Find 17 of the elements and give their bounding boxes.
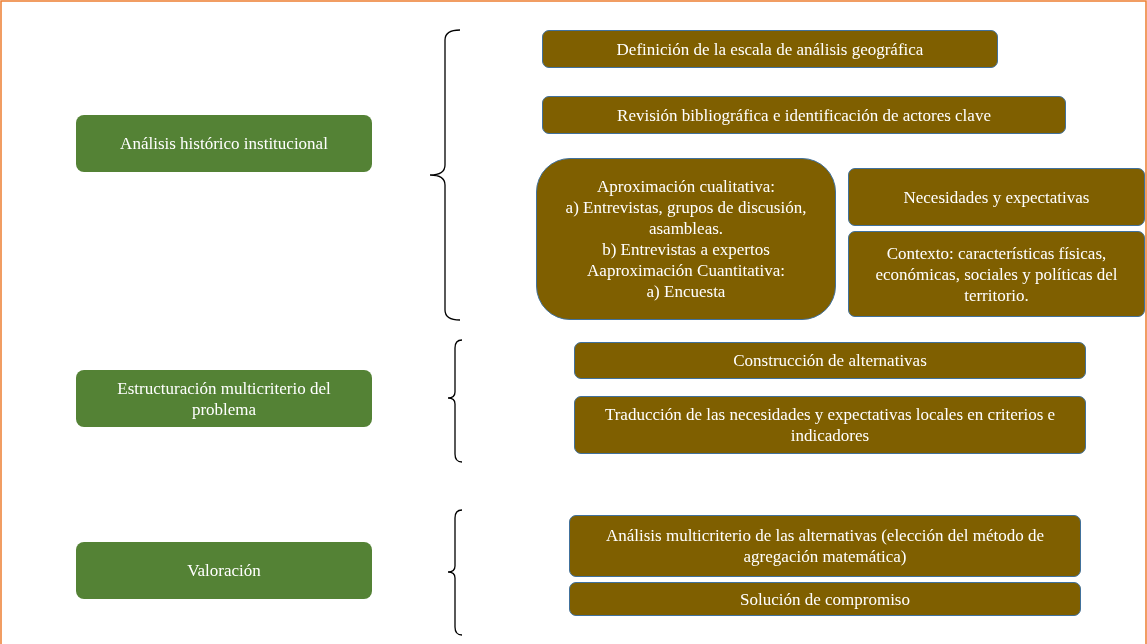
task-box: Contexto: características físicas, económicas, sociales y políticas del territorio. (848, 231, 1145, 317)
task-box: Necesidades y expectativas (848, 168, 1145, 226)
task-box: Solución de compromiso (569, 582, 1081, 616)
stage-box: Análisis histórico institucional (76, 115, 372, 172)
stage-box: Estructuración multicriterio del problema (76, 370, 372, 427)
task-box (536, 158, 836, 320)
box-text: Aaproximación Cuantitativa: (587, 260, 785, 281)
box-text: b) Entrevistas a expertos (602, 239, 770, 260)
stage-box: Valoración (76, 542, 372, 599)
task-box: Definición de la escala de análisis geográfica (542, 30, 998, 68)
task-box: Traducción de las necesidades y expectativas locales en criterios e indicadores (574, 396, 1086, 454)
box-text: Aproximación cualitativa: (597, 176, 775, 197)
task-box: Construcción de alternativas (574, 342, 1086, 379)
task-box: Revisión bibliográfica e identificación de actores clave (542, 96, 1066, 134)
box-text: a) Entrevistas, grupos de discusión, asambleas. (564, 197, 808, 239)
box-text: a) Encuesta (646, 281, 726, 302)
task-box: Análisis multicriterio de las alternativas (elección del método de agregación matemática) (569, 515, 1081, 577)
